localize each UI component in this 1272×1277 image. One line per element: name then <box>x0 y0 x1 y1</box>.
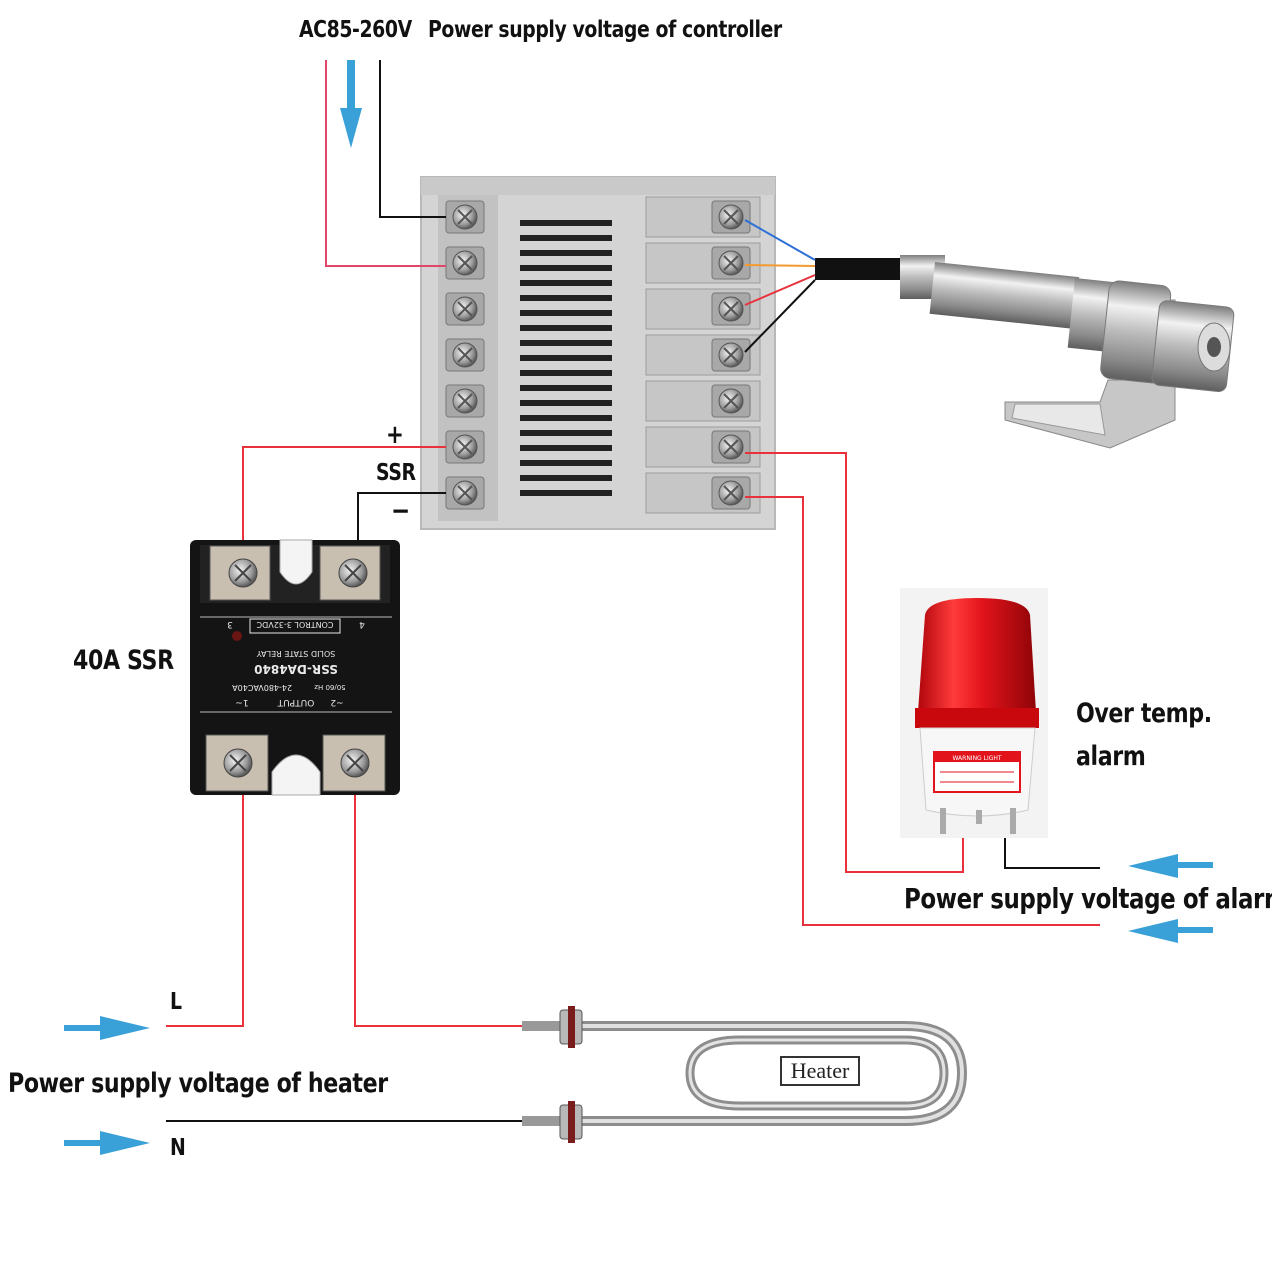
alarm-wire-2 <box>745 496 1100 926</box>
left-terminal-screws <box>445 200 485 510</box>
ssr-term-2-text: ~2 <box>330 697 343 707</box>
ssr-current-text: 40A <box>232 683 248 692</box>
solid-state-relay: OUTPUT ~2 1~ 24-480VAC 40A 50/60 Hz SSR-… <box>190 539 400 796</box>
alarm-title-line1: Over temp. <box>1076 698 1212 729</box>
ssr-control-text: CONTROL 3-32VDC <box>256 620 333 629</box>
wires <box>166 60 1100 1122</box>
ssr-output-label: SSR <box>376 460 416 486</box>
ctrl-power-pink <box>325 60 446 267</box>
controller-voltage-label: AC85-260V <box>299 17 412 43</box>
down-arrow-icon <box>340 60 362 148</box>
heater-element <box>522 1006 968 1143</box>
line-L-label: L <box>170 989 182 1015</box>
left-arrow-icon <box>1128 854 1213 878</box>
ssr-model-text: SSR-DA4840 <box>254 662 338 676</box>
alarm-wire-1 <box>745 452 964 873</box>
heater-label: Heater <box>780 1056 860 1086</box>
heater-link <box>354 790 522 1027</box>
ssr-plus-label: + <box>386 420 404 450</box>
sensor-orange <box>744 264 816 267</box>
ssr-term-3-text: 3 <box>227 619 233 629</box>
ssr-term-1-text: 1~ <box>235 697 248 707</box>
sensor-red <box>744 274 816 306</box>
line-N-label: N <box>170 1135 186 1161</box>
ctrl-power-black <box>379 60 446 218</box>
ssr-output-text: OUTPUT <box>277 697 314 707</box>
alarm-title-line2: alarm <box>1076 741 1146 772</box>
alarm-light-label: WARNING LIGHT <box>952 755 1001 762</box>
heater-L <box>166 790 244 1027</box>
right-arrow-icon <box>64 1016 150 1040</box>
ssr-minus-label: − <box>391 494 410 527</box>
temperature-controller <box>420 176 776 530</box>
alarm-light: WARNING LIGHT <box>900 588 1048 838</box>
ssr-term-4-text: 4 <box>359 619 365 629</box>
alarm-power-caption: Power supply voltage of alarm <box>904 882 1272 915</box>
ssr-module-label: 40A SSR <box>73 645 174 676</box>
infrared-sensor <box>815 255 1235 449</box>
ssr-freq-text: 50/60 Hz <box>314 683 346 691</box>
right-arrow-icon <box>64 1131 150 1155</box>
heater-power-caption: Power supply voltage of heater <box>8 1068 388 1099</box>
sensor-black <box>744 279 816 353</box>
sensor-blue <box>744 219 816 261</box>
right-terminal-screws <box>711 200 751 510</box>
controller-power-caption: Power supply voltage of controller <box>428 17 782 43</box>
left-arrow-icon <box>1128 919 1213 943</box>
vent-slots <box>520 220 612 496</box>
ssr-brand-text: SOLID STATE RELAY <box>257 649 336 658</box>
ssr-control-minus <box>357 492 446 560</box>
ssr-voltage-text: 24-480VAC <box>247 683 292 692</box>
ssr-control-plus <box>242 446 446 560</box>
